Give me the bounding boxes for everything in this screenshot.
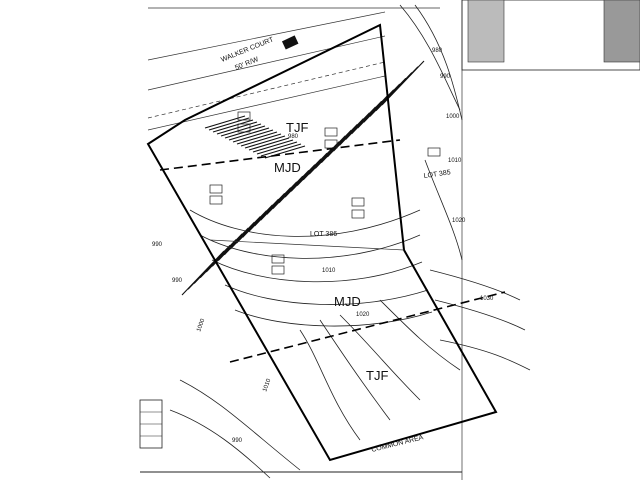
lot-385-label: LOT 385 <box>423 169 451 180</box>
contour-label-990-left2: 990 <box>172 278 183 284</box>
hatch-stroke <box>252 139 294 153</box>
contour-label-1010-mid: 1010 <box>322 268 336 274</box>
tree-tags <box>209 111 441 275</box>
hatch-stroke <box>204 115 246 129</box>
hatch-stroke <box>228 127 270 141</box>
zone-label-tjf-top: TJF <box>286 120 308 135</box>
hatch-stroke <box>212 119 254 133</box>
contour-label-980-top: 980 <box>432 48 443 54</box>
contour-label-1010-bottom: 1010 <box>262 377 272 392</box>
zone-label-tjf-bottom: TJF <box>366 368 388 383</box>
contour-label-1010-right: 1010 <box>448 158 462 164</box>
common-area-label: COMMON AREA <box>371 434 425 454</box>
vicinity-map-2 <box>603 0 640 63</box>
hatch-stroke <box>256 141 298 155</box>
hatch-stroke <box>244 135 286 149</box>
title-block-box <box>461 0 640 71</box>
zone-label-mjd-upper: MJD <box>274 160 301 175</box>
contour-label-980-mid: 980 <box>288 134 299 140</box>
offsite-contours <box>399 4 531 371</box>
hatch-stroke <box>240 133 282 147</box>
contour-label-1030-right: 1030 <box>480 296 494 302</box>
lot-division-line <box>209 239 405 251</box>
lower-contours <box>169 299 461 479</box>
hatch-stroke <box>216 121 258 135</box>
setback-line-upper <box>159 139 401 171</box>
contour-label-1020-mid: 1020 <box>356 312 370 318</box>
vicinity-map <box>467 0 505 63</box>
hatch-stroke <box>220 123 262 137</box>
legend-table <box>139 399 462 473</box>
lot-386-label: LOT 386 <box>310 231 337 238</box>
contour-label-1000-left: 1000 <box>196 317 206 332</box>
contour-label-990-bottom: 990 <box>232 438 243 444</box>
lot-contours <box>189 209 433 327</box>
hatch-stroke <box>232 129 274 143</box>
hatch-stroke <box>181 250 225 296</box>
contour-label-990-top: 990 <box>440 74 451 80</box>
hatch-stroke <box>236 131 278 145</box>
hatch-stroke <box>248 137 290 151</box>
setback-line-lower <box>229 291 506 363</box>
hatch-stroke <box>260 143 302 157</box>
contour-label-1020-right: 1020 <box>452 218 466 224</box>
street-row: 50' R/W <box>234 56 260 72</box>
building-marker <box>281 35 299 50</box>
steep-slope-hatching <box>181 60 425 296</box>
zone-label-mjd-lower: MJD <box>334 294 361 309</box>
walker-court-row <box>147 11 386 131</box>
contour-label-990-left: 990 <box>152 242 163 248</box>
contour-label-1000-right: 1000 <box>446 114 460 120</box>
